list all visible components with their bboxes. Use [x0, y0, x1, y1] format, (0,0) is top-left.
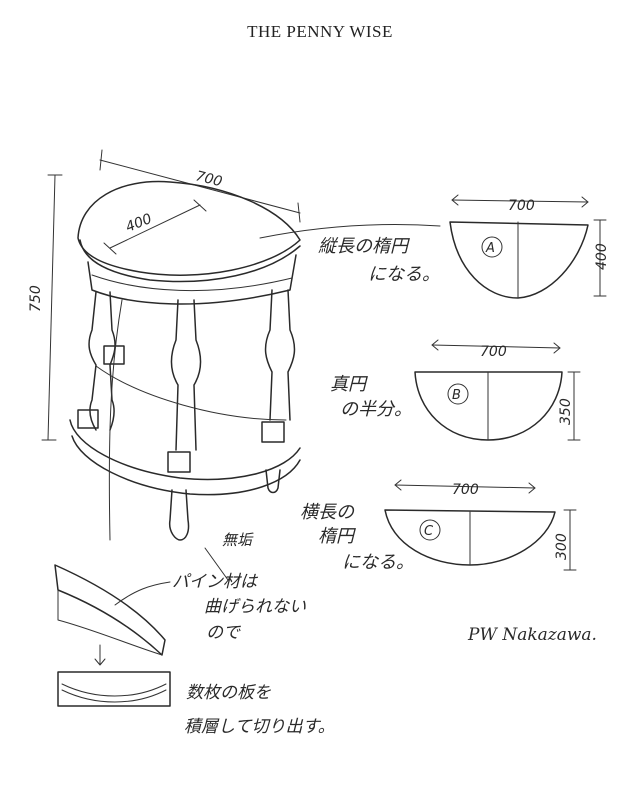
- width-dimension-line: [99, 159, 301, 214]
- note-pipe-3: ので: [206, 623, 241, 643]
- table-top: [77, 180, 301, 276]
- shape-a-note-1: 縦長の楕円: [318, 236, 410, 257]
- laminate-block: [57, 671, 171, 707]
- depth-dimension-label: 400: [124, 211, 155, 236]
- shape-c-note-2: 楕円: [318, 526, 356, 547]
- shape-b: 700 B 350 真円 の半分。: [330, 339, 581, 441]
- height-dimension-label: 750: [28, 285, 44, 312]
- svg-text:700: 700: [508, 198, 535, 214]
- page-title: THE PENNY WISE: [247, 22, 393, 41]
- bent-strip: [54, 564, 166, 656]
- svg-text:700: 700: [480, 344, 507, 360]
- width-dimension-label: 700: [194, 168, 224, 190]
- shape-a-letter: A: [485, 241, 495, 256]
- note-laminate-2: 積層して切り出す。: [184, 717, 335, 737]
- shape-c-note-3: になる。: [342, 552, 414, 573]
- shape-b-width-line: [431, 344, 561, 349]
- note-laminate-1: 数枚の板を: [186, 683, 271, 703]
- lower-shelf: [69, 419, 301, 481]
- height-dimension-line: [47, 174, 56, 441]
- note-pipe-1: パイン材は: [172, 572, 259, 592]
- shape-b-letter: B: [452, 388, 461, 403]
- svg-text:700: 700: [452, 482, 479, 498]
- note-mukou: 無垢: [222, 531, 254, 549]
- shape-c-letter: C: [424, 524, 434, 539]
- svg-text:400: 400: [594, 243, 610, 270]
- table-sketch: 700 750 400: [28, 149, 441, 541]
- table-apron: [87, 254, 297, 305]
- shape-a-width-line: [451, 199, 589, 203]
- bent-strip-sketch: 無垢 パイン材は 曲げられない ので 数枚の板を 積層して切り出す。: [54, 531, 335, 737]
- depth-dimension-line: [109, 204, 201, 249]
- table-leg-front: [170, 299, 179, 451]
- table-leg-right: [264, 289, 273, 421]
- shape-a-outline: [449, 221, 589, 299]
- shape-b-note-2: の半分。: [340, 399, 412, 420]
- shape-a: 700 A 400 縦長の楕円 になる。: [318, 194, 610, 299]
- shape-c: 700 C 300 横長の 楕円 になる。: [300, 479, 577, 573]
- shape-c-width-line: [394, 484, 536, 489]
- shape-c-note-1: 横長の: [300, 502, 355, 523]
- shape-b-note-1: 真円: [330, 374, 368, 395]
- svg-text:350: 350: [558, 398, 574, 425]
- shape-a-note-2: になる。: [368, 264, 440, 285]
- table-leg-left-back: [88, 291, 97, 431]
- down-arrow: [94, 644, 106, 666]
- note-pipe-2: 曲げられない: [204, 597, 306, 617]
- svg-text:300: 300: [554, 533, 570, 560]
- table-leg-foot: [168, 489, 190, 541]
- signature: PW Nakazawa.: [467, 625, 597, 645]
